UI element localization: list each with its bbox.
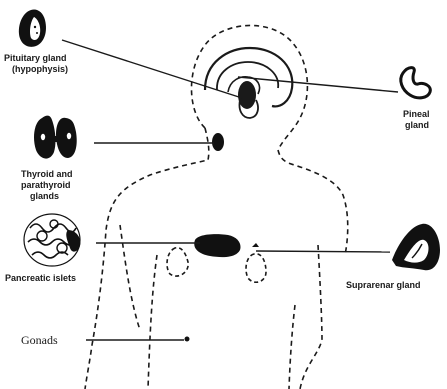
body-outline xyxy=(85,25,348,389)
gonad-mark xyxy=(185,337,190,342)
thyroid-illustration xyxy=(34,116,77,159)
thyroid-label-line3: glands xyxy=(30,191,59,201)
left-torso-outline xyxy=(85,128,209,389)
right-leg-outline xyxy=(300,245,322,389)
pituitary-illustration xyxy=(19,9,46,46)
suprarenal-mark xyxy=(252,243,259,247)
left-arm-inner-outline xyxy=(120,225,140,330)
brain-stem-shape xyxy=(238,81,256,109)
pineal-illustration xyxy=(401,68,431,98)
thyroid-body xyxy=(212,133,224,151)
thyroid-right-lobe xyxy=(56,118,77,158)
right-torso-outline xyxy=(278,150,348,255)
pancreatic-label: Pancreatic islets xyxy=(5,273,76,283)
left-kidney xyxy=(167,248,188,276)
right-arm-outline xyxy=(289,305,295,389)
suprarenal-label: Suprarenar gland xyxy=(346,280,421,290)
thyroid-label-line2: parathyroid xyxy=(21,180,71,190)
pancreas-body xyxy=(194,234,240,257)
pituitary-leader xyxy=(62,40,242,98)
pituitary-label-line1: Pituitary gland xyxy=(4,53,67,63)
pancreatic-illustration xyxy=(24,214,80,266)
thyroid-spot-2 xyxy=(67,133,71,139)
pineal-leader xyxy=(238,77,398,92)
left-leg-outline xyxy=(148,255,157,389)
right-kidney xyxy=(246,254,266,283)
brain xyxy=(205,48,292,118)
pituitary-dot-2 xyxy=(36,32,38,34)
labels: Pituitary gland (hypophysis) Pineal glan… xyxy=(4,53,430,347)
pineal-label-line2: gland xyxy=(405,120,429,130)
pineal-label-line1: Pineal xyxy=(403,109,430,119)
pituitary-label-line2: (hypophysis) xyxy=(12,64,68,74)
thyroid-isthmus xyxy=(52,136,58,142)
gonads-label: Gonads xyxy=(21,333,58,347)
pituitary-dot-1 xyxy=(34,26,36,28)
pineal-shape xyxy=(401,68,431,98)
suprarenal-leader xyxy=(256,251,390,252)
thyroid-label-line1: Thyroid and xyxy=(21,169,73,179)
thyroid-spot-1 xyxy=(41,134,45,140)
suprarenal-illustration xyxy=(392,224,440,270)
